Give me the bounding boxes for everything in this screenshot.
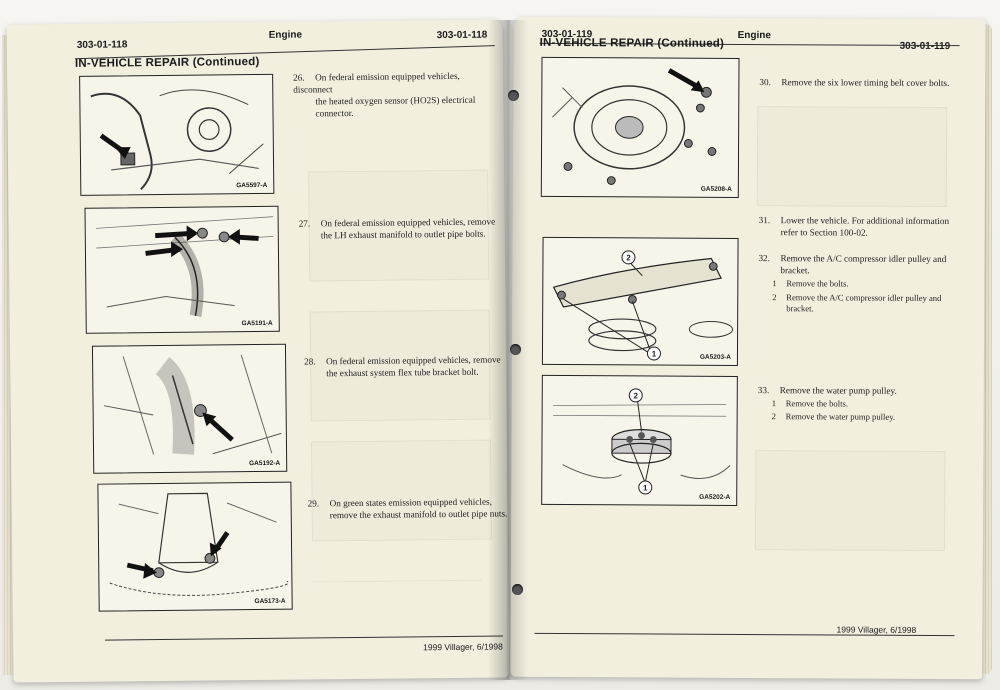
figure-code: GA5173-A bbox=[254, 597, 286, 606]
step-27: 27.On federal emission equipped vehicles… bbox=[298, 216, 496, 241]
figure-code: GA5203-A bbox=[699, 353, 731, 361]
left-section-title: Engine bbox=[268, 29, 303, 41]
step-33: 33.Remove the water pump pulley. bbox=[757, 385, 897, 396]
bleed-through bbox=[756, 106, 948, 208]
step-31: 31.Lower the vehicle. For additional inf… bbox=[758, 215, 950, 238]
page-title: IN-VEHICLE REPAIR (Continued) bbox=[539, 36, 725, 50]
right-section-title: Engine bbox=[737, 29, 772, 42]
bleed-through bbox=[754, 450, 946, 552]
figure-code: GA5208-A bbox=[700, 185, 732, 193]
figure-timing-belt-cover-bolts: GA5208-A bbox=[540, 56, 740, 198]
figure-water-pump-pulley: 2 1 GA5202-A bbox=[541, 374, 738, 506]
figure-exhaust-manifold-nuts: GA5173-A bbox=[97, 481, 293, 612]
figure-code: GA5191-A bbox=[241, 319, 273, 328]
bleed-through bbox=[312, 579, 483, 583]
callout-1: 1 bbox=[646, 346, 662, 361]
footer-rule bbox=[105, 635, 504, 641]
left-page-number-left: 303-01-118 bbox=[76, 39, 128, 51]
step-29: 29.On green states emission equipped veh… bbox=[307, 496, 508, 521]
figure-code: GA5597-A bbox=[236, 181, 268, 190]
bleed-through bbox=[310, 439, 492, 542]
figure-flex-tube-bracket-bolt: GA5192-A bbox=[91, 343, 288, 474]
right-page: 303-01-119 Engine 303-01-119 IN-VEHICLE … bbox=[510, 16, 986, 680]
step-30: 30.Remove the six lower timing belt cove… bbox=[759, 77, 950, 89]
callout-2: 2 bbox=[628, 388, 643, 403]
figure-exhaust-manifold-bolts: GA5191-A bbox=[84, 205, 280, 334]
right-footer: 1999 Villager, 6/1998 bbox=[836, 624, 917, 635]
callout-1: 1 bbox=[638, 480, 653, 495]
step-26: 26.On federal emission equipped vehicles… bbox=[293, 70, 476, 119]
binder-hole bbox=[510, 344, 521, 355]
page-title: IN-VEHICLE REPAIR (Continued) bbox=[74, 55, 260, 70]
left-page: 303-01-118 Engine 303-01-118 IN-VEHICLE … bbox=[6, 19, 510, 683]
figure-code: GA5202-A bbox=[699, 493, 731, 501]
left-page-number-right: 303-01-118 bbox=[436, 29, 488, 42]
callout-2: 2 bbox=[621, 250, 636, 265]
right-page-number-right: 303-01-119 bbox=[899, 40, 951, 53]
book-gutter-shadow bbox=[488, 20, 528, 680]
figure-code: GA5192-A bbox=[249, 459, 281, 468]
step-28: 28.On federal emission equipped vehicles… bbox=[304, 354, 501, 379]
figure-ac-idler-pulley-bracket: 2 1 GA5203-A bbox=[541, 236, 739, 366]
figure-oxygen-sensor-connector: GA5597-A bbox=[79, 73, 275, 196]
step-32: 32.Remove the A/C compressor idler pulle… bbox=[758, 253, 947, 276]
binder-hole bbox=[508, 90, 519, 101]
binder-hole bbox=[512, 584, 523, 595]
